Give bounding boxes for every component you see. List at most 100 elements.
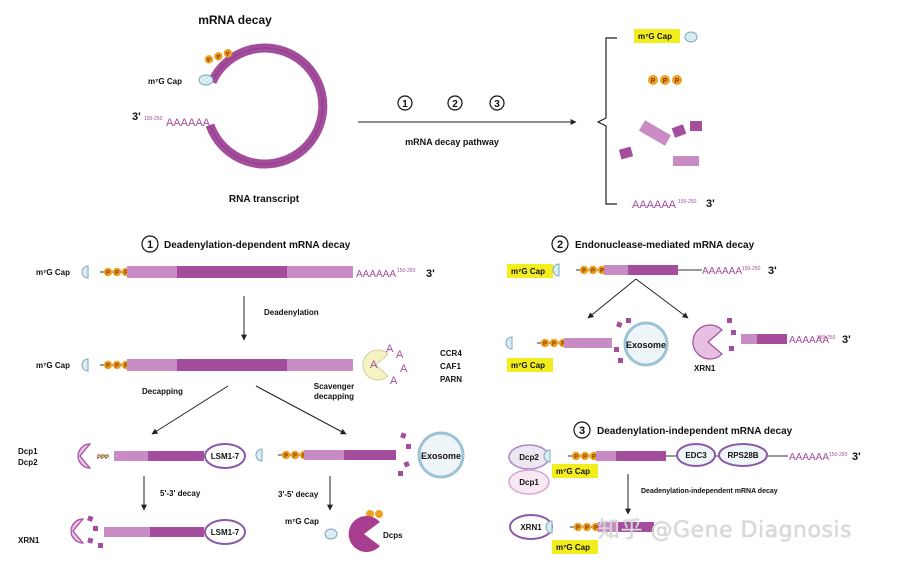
p3-edc3: EDC3 [685, 451, 707, 460]
svg-text:CCR4: CCR4 [440, 349, 462, 358]
p3-arrow-label: Deadenylation-independent mRNA decay [641, 488, 778, 495]
p3-cap2: m⁷G Cap [556, 543, 590, 552]
p1r2-cap: m⁷G Cap [36, 361, 70, 370]
p1l-mrna [114, 451, 204, 461]
svg-text:P: P [663, 78, 668, 85]
p1-53: 5'-3' decay [160, 489, 201, 498]
top-cap-icon [198, 74, 214, 86]
p3-polya: AAAAAA [789, 452, 829, 463]
dcps-pacman-icon [348, 516, 380, 552]
p1-num-circle [141, 235, 159, 253]
p1-right-arrow [255, 385, 347, 435]
p3-rps28b: RPS28B [727, 451, 758, 460]
p1-num: 1 [147, 239, 153, 251]
transcript-label: RNA transcript [229, 194, 300, 205]
p1r2-loose-a: A A A A A [370, 343, 408, 387]
p1-deadenylation: Deadenylation [264, 308, 319, 317]
top-polya-sup: 150-250 [144, 116, 163, 122]
p1l-ppp: PPP [97, 455, 109, 461]
svg-text:3: 3 [494, 99, 500, 110]
svg-text:PARN: PARN [440, 375, 462, 384]
top-m7g: m⁷G Cap [148, 77, 182, 86]
svg-text:A: A [396, 349, 404, 361]
p2-num-circle [551, 235, 569, 253]
edc3-shape [676, 443, 716, 467]
product-ppp: P P P [648, 75, 682, 85]
p2-sup: 150-250 [742, 266, 761, 272]
p2-mrna [604, 265, 702, 275]
p1-scavenger-1: Scavenger [314, 382, 354, 391]
svg-text:A: A [370, 359, 378, 371]
p1-scavenger-2: decapping [314, 392, 354, 401]
p1-lsm-1: LSM1-7 [211, 452, 240, 461]
p1-lsm-2: LSM1-7 [211, 528, 240, 537]
lsm-ring-2 [204, 519, 246, 545]
product-cap-bg [634, 29, 680, 43]
p1-35: 3'-5' decay [278, 490, 319, 499]
scavenger-enzyme-icon [362, 349, 389, 381]
p3-dcp1: Dcp1 [519, 478, 539, 487]
p1-enzymes: CCR4 CAF1 PARN [440, 349, 462, 384]
svg-text:A: A [386, 343, 394, 355]
product-fragments [618, 120, 702, 166]
p2-xrn1-pacman-icon [692, 324, 723, 360]
dcps-ppp [366, 510, 383, 518]
p3-cap: m⁷G Cap [556, 467, 590, 476]
xrn1-debris [87, 515, 103, 548]
p1-exosome: Exosome [421, 451, 461, 461]
svg-text:CAF1: CAF1 [440, 362, 461, 371]
exosome-ring-1 [417, 431, 465, 479]
p1-decapping: Decapping [142, 387, 183, 396]
svg-text:P: P [651, 78, 656, 85]
p3-xrn1: XRN1 [520, 523, 542, 532]
xrn1-pacman-icon [70, 518, 84, 544]
p2r-three: 3' [842, 334, 851, 346]
product-polya: AAAAAA [632, 199, 677, 211]
top-title: mRNA decay [198, 13, 272, 27]
p2-three: 3' [768, 265, 777, 277]
p3b-mrna [598, 522, 654, 532]
p1r1-sup: 150-250 [397, 268, 416, 274]
p2-right-arrow [635, 278, 689, 319]
svg-text:A: A [400, 363, 408, 375]
p2r-polya: AAAAAA [789, 335, 829, 346]
product-cap-icon [684, 31, 698, 43]
p1-dcp2: Dcp2 [18, 458, 38, 467]
dcp1-shape [508, 469, 550, 495]
p1-left-arrow [151, 385, 229, 435]
svg-text:PPP: PPP [97, 455, 109, 461]
p2-num: 2 [557, 239, 563, 251]
p1l2-mrna [104, 527, 204, 537]
top-polya: AAAAAA [166, 117, 211, 129]
p2-cap2-bg [507, 358, 553, 372]
p3-title: Deadenylation-independent mRNA decay [597, 426, 793, 437]
p1-cap-small: m⁷G Cap [285, 517, 319, 526]
top-steps: 1 2 3 [397, 95, 505, 111]
lsm-ring-1 [204, 443, 246, 469]
p2-polya: AAAAAA [702, 266, 742, 277]
svg-text:1: 1 [402, 99, 408, 110]
p1r1-mrna [127, 266, 353, 278]
product-polya-sup: 150-250 [678, 199, 697, 205]
p1r1-cap: m⁷G Cap [36, 268, 70, 277]
p3-cap-bg [552, 464, 598, 478]
p1r2-mrna [127, 359, 353, 371]
svg-text:2: 2 [452, 99, 458, 110]
svg-text:P: P [675, 78, 680, 85]
dcp-pacman-icon [77, 443, 91, 469]
p2-cap: m⁷G Cap [511, 267, 545, 276]
p2l-mrna [564, 338, 612, 348]
p3-three: 3' [852, 451, 861, 463]
top-three: 3' [132, 111, 141, 123]
p2r-mrna [741, 334, 787, 344]
p1-title: Deadenylation-dependent mRNA decay [164, 240, 351, 251]
p1-cap-small-icon [324, 528, 338, 540]
p1-xrn1: XRN1 [18, 536, 40, 545]
p2-cap-bg [507, 264, 553, 278]
p1r-mrna [304, 450, 396, 460]
p1-dcp1: Dcp1 [18, 447, 38, 456]
p2-exosome: Exosome [626, 340, 666, 350]
rps28b-shape [718, 443, 768, 467]
p2-cap2: m⁷G Cap [511, 361, 545, 370]
